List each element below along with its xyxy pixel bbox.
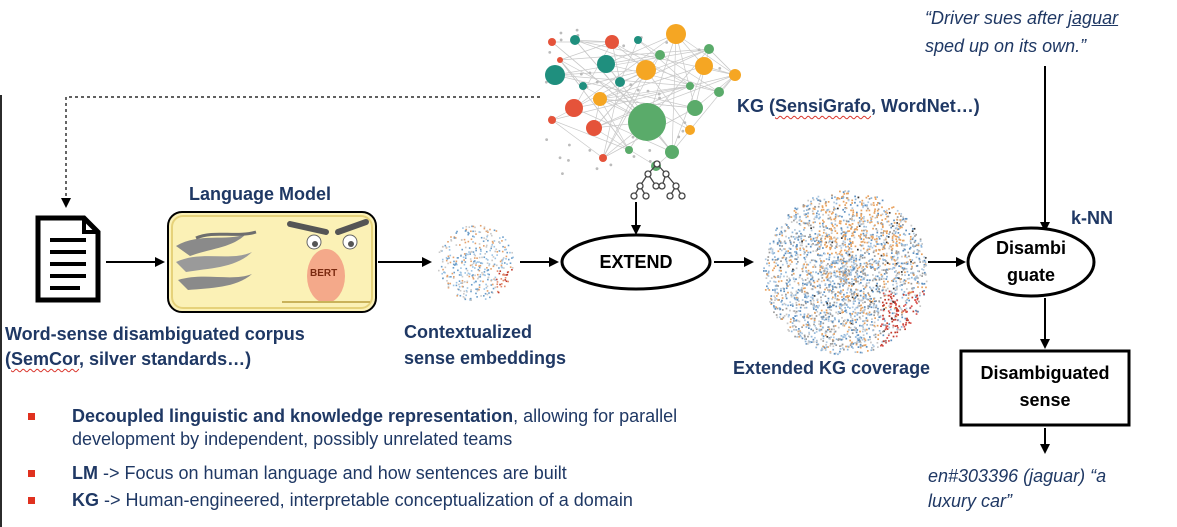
bullet-item: KG -> Human-engineered, interpretable co… [28,489,633,512]
document-icon [35,215,101,303]
corpus-label-line1: Word-sense disambiguated corpus [5,324,305,344]
input-sentence-line1: “Driver sues after jaguar [925,8,1119,28]
disambiguated-line1: Disambiguated [980,363,1110,383]
language-model-label: Language Model [189,184,332,204]
extend-node [560,233,712,291]
bullet-item: Decoupled linguistic and knowledge repre… [28,405,677,451]
disambiguated-line2: sense [1019,390,1071,410]
input-sentence-line2: sped up on its own.” [925,36,1087,56]
extended-kg-label: Extended KG coverage [733,358,931,378]
disambiguate-label: Disambi guate [968,235,1094,289]
knowledge-graph-icon [544,24,741,176]
left-edge-line [0,95,2,527]
contextualized-label-line1: Contextualized [404,322,533,342]
contextualized-label-line2: sense embeddings [404,348,567,368]
bert-face-icon [167,211,377,313]
corpus-label-line2: (SemCor, silver standards…) [5,349,252,369]
bullet-marker [28,413,35,420]
feedback-dashed-arrow [61,96,540,208]
output-sense-line1: en#303396 (jaguar) “a [928,466,1107,486]
bullet-item: LM -> Focus on human language and how se… [28,462,567,485]
output-sense-line2: luxury car” [928,491,1013,511]
bert-label: BERT [310,268,338,279]
kg-label: KG (SensiGrafo, WordNet…) [737,96,980,116]
bullet-list: Decoupled linguistic and knowledge repre… [28,405,788,520]
disambiguate-line2: guate [1006,265,1055,285]
contextualized-embeddings-cloud [437,224,514,302]
flow-arrows [106,66,1050,454]
knn-label: k-NN [1071,208,1114,228]
bullet-marker [28,470,35,477]
disambiguated-sense-box [959,349,1131,427]
extend-label: EXTEND [599,252,673,272]
disambiguate-line1: Disambi [995,238,1067,258]
scatter-cloud-icon [763,190,928,356]
disambiguate-node [966,226,1096,298]
disambiguated-sense-label: Disambiguated sense [961,360,1129,414]
tree-icon [630,160,686,200]
bullet-marker [28,497,35,504]
